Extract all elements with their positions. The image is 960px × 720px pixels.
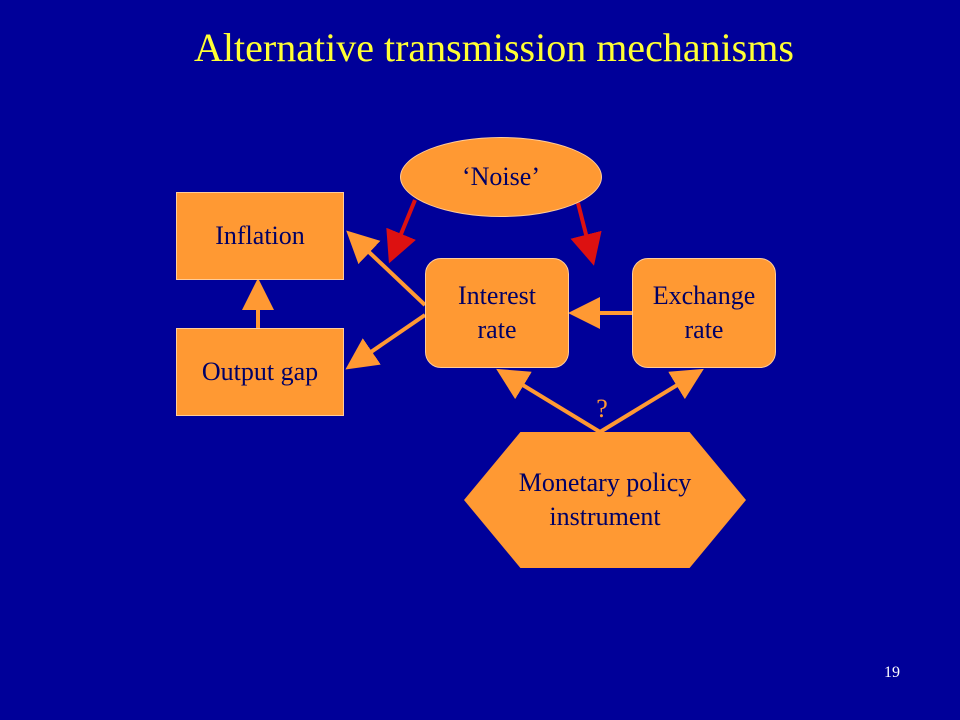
arrow-interest-to-output-gap [345,313,427,370]
uncertain-link-label: ? [596,394,608,423]
monetary-policy-hexagon: Monetary policy instrument [464,432,746,568]
output-gap-box: Output gap [176,328,344,416]
slide-title: Alternative transmission mechanisms [194,25,794,70]
inflation-box: Inflation [176,192,344,280]
interest-rate-box: Interest rate [425,258,569,368]
arrow-policy-to-exchange [598,368,704,434]
page-number: 19 [884,664,900,681]
exchange-rate-box: Exchange rate [632,258,776,368]
arrow-noise-to-exchange [570,202,602,266]
noise-node: ‘Noise’ [400,137,602,217]
arrow-interest-to-inflation [346,230,427,307]
arrow-noise-to-interest [386,199,417,264]
arrow-policy-to-interest [496,368,602,434]
